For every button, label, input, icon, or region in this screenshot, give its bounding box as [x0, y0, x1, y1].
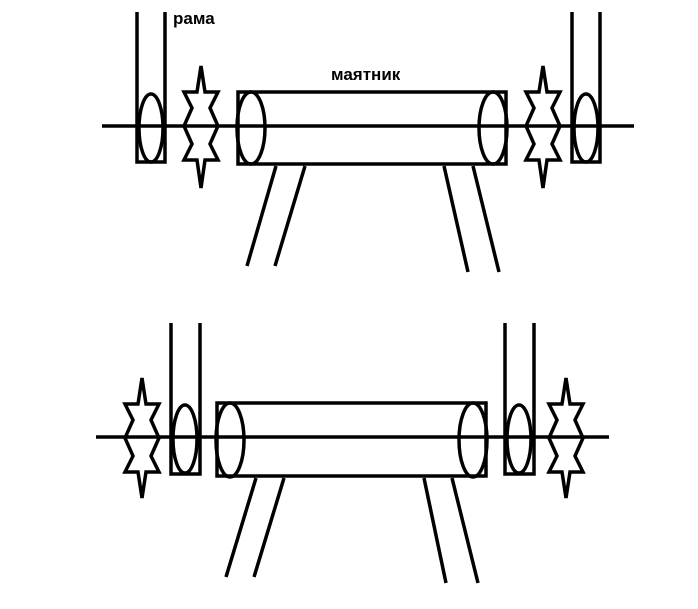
top-left-frame: [135, 12, 167, 164]
bottom-figure: [96, 323, 609, 584]
bottom-left-frame: [169, 323, 202, 476]
bottom-right-frame: [503, 323, 536, 476]
frame-label: рама: [173, 9, 215, 28]
bottom-right-gear-icon: [546, 377, 586, 499]
bottom-pendulum: [214, 401, 489, 584]
top-right-frame: [570, 12, 602, 164]
pendulum-label: маятник: [331, 65, 401, 84]
bottom-left-gear-icon: [122, 377, 162, 499]
top-left-gear-icon: [181, 65, 221, 189]
top-pendulum: [235, 90, 509, 273]
top-figure: рама маятник: [102, 9, 634, 273]
top-right-gear-icon: [523, 65, 563, 189]
